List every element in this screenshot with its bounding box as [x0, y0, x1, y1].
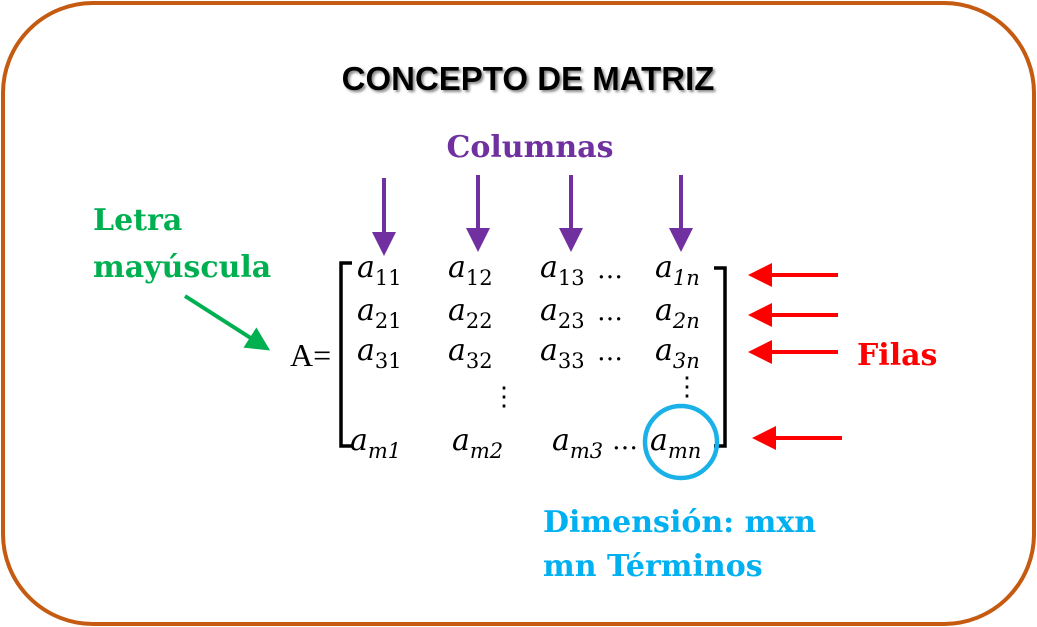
entry-subscript: 31	[375, 349, 402, 373]
v-ellipsis: ⋮	[491, 382, 517, 412]
matrix-entry: a12	[448, 250, 493, 290]
matrix-entry: amn	[650, 423, 701, 463]
matrix-entry: a2n	[655, 293, 700, 333]
entry-subscript: 12	[466, 266, 493, 290]
v-ellipsis: ⋮	[674, 372, 700, 402]
entry-base: a	[350, 423, 368, 458]
entry-subscript: m1	[368, 439, 401, 463]
letter-label-line2: mayúscula	[93, 250, 271, 285]
matrix-entry: a32	[448, 333, 493, 373]
entry-subscript: 1n	[673, 266, 700, 290]
entry-base: a	[452, 423, 470, 458]
entry-subscript: 32	[466, 349, 493, 373]
entry-base: a	[357, 333, 375, 368]
matrix-entry: a31	[357, 333, 402, 373]
letter-label-line1: Letra	[93, 203, 182, 238]
columns-label: Columnas	[447, 130, 614, 165]
entry-base: a	[357, 250, 375, 285]
dimension-label: Dimensión: mxn	[543, 505, 816, 540]
matrix-entry: a11	[357, 250, 402, 290]
rows-label: Filas	[857, 338, 937, 373]
terms-label: mn Términos	[543, 549, 763, 584]
entry-base: a	[655, 250, 673, 285]
entry-subscript: 3n	[673, 349, 700, 373]
matrix-entry: a33	[540, 333, 585, 373]
entry-base: a	[448, 333, 466, 368]
matrix-entry: a21	[357, 293, 402, 333]
matrix-entry: a23	[540, 293, 585, 333]
left-bracket	[339, 261, 352, 448]
right-bracket	[714, 266, 727, 448]
matrix-name: A=	[290, 337, 331, 373]
h-ellipsis: …	[612, 426, 638, 456]
h-ellipsis: …	[597, 255, 623, 285]
entry-subscript: m2	[470, 439, 503, 463]
entry-subscript: 21	[375, 309, 402, 333]
entry-subscript: 2n	[672, 309, 700, 333]
entry-base: a	[655, 293, 673, 328]
entry-subscript: 23	[558, 309, 585, 333]
matrix-entry: am2	[452, 423, 503, 463]
entry-base: a	[540, 333, 558, 368]
matrix-entry: am3	[552, 423, 603, 463]
entry-base: a	[552, 423, 570, 458]
matrix-entry: a13	[540, 250, 585, 290]
entry-subscript: 33	[558, 349, 585, 373]
matrix-entry: a3n	[655, 333, 700, 373]
highlight-circle	[642, 403, 720, 481]
matrix-entry: a1n	[655, 250, 700, 290]
entry-subscript: 13	[558, 266, 585, 290]
row-arrows	[748, 263, 842, 450]
entry-base: a	[448, 250, 466, 285]
column-arrows	[372, 175, 693, 256]
entry-base: a	[655, 333, 673, 368]
entry-subscript: 22	[466, 309, 493, 333]
entry-subscript: m3	[570, 439, 603, 463]
h-ellipsis: …	[597, 297, 623, 327]
matrix-entry: am1	[350, 423, 401, 463]
entry-base: a	[357, 293, 375, 328]
matrix-entry: a22	[448, 293, 493, 333]
entry-base: a	[540, 293, 558, 328]
h-ellipsis: …	[597, 337, 623, 367]
letter-arrow-icon	[183, 294, 271, 351]
entry-base: a	[540, 250, 558, 285]
page-title: CONCEPTO DE MATRIZ	[342, 60, 715, 97]
entry-subscript: 11	[375, 266, 402, 290]
entry-subscript: mn	[668, 439, 701, 463]
entry-base: a	[448, 293, 466, 328]
entry-base: a	[650, 423, 668, 458]
